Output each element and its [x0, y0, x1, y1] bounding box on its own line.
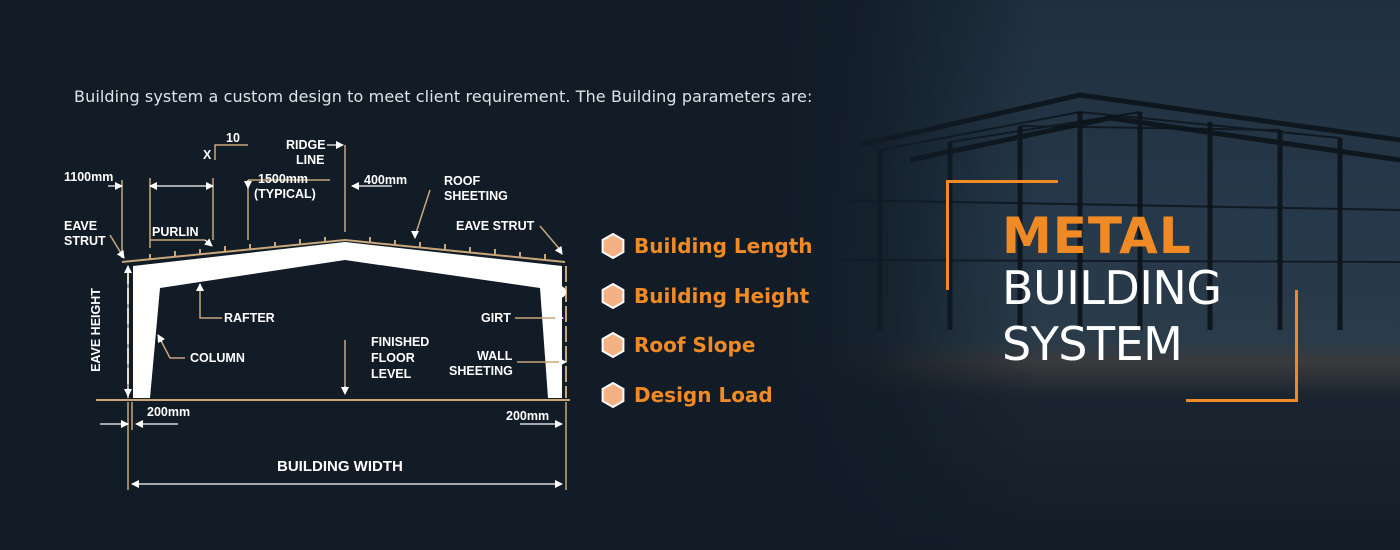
building-width-label: BUILDING WIDTH: [277, 458, 403, 475]
wall-sheeting-label-2: SHEETING: [449, 364, 513, 378]
slope-ten-label: 10: [226, 131, 240, 145]
title-line-building: BUILDING: [1002, 261, 1222, 315]
parameter-label: Building Length: [634, 234, 813, 258]
eave-strut-left-2: STRUT: [64, 234, 106, 248]
parameter-item: Roof Slope: [600, 331, 813, 359]
dimension-1500mm: 1500mm: [258, 172, 309, 186]
parameter-label: Roof Slope: [634, 333, 756, 357]
wall-sheeting-label-1: WALL: [477, 349, 513, 363]
title-line-metal: METAL: [1002, 207, 1192, 265]
eave-strut-left-1: EAVE: [64, 219, 98, 233]
intro-text: Building system a custom design to meet …: [74, 87, 813, 106]
finished-label-3: LEVEL: [371, 367, 412, 381]
girt-label: GIRT: [481, 311, 511, 325]
hexagon-bullet-icon: [601, 282, 625, 309]
ridge-label-1: RIDGE: [286, 138, 326, 152]
eave-strut-right-label: EAVE STRUT: [456, 219, 535, 233]
bracket-top-left: [946, 180, 1058, 290]
background-fade: [780, 0, 1040, 550]
roof-sheeting-label-1: ROOF: [444, 174, 481, 188]
roof-sheeting-label-2: SHEETING: [444, 189, 508, 203]
dimension-200mm-right: 200mm: [506, 409, 550, 423]
hexagon-bullet-icon: [601, 233, 625, 259]
dimension-typical: (TYPICAL): [254, 187, 316, 201]
building-frame-diagram: [96, 141, 570, 490]
bracket-bottom-right: [1186, 290, 1298, 402]
parameter-item: Building Length: [600, 232, 813, 260]
finished-label-2: FLOOR: [371, 351, 415, 365]
title-line-system: SYSTEM: [1002, 317, 1183, 371]
eave-height-label: EAVE HEIGHT: [89, 288, 103, 372]
column-label: COLUMN: [190, 351, 245, 365]
ridge-label-2: LINE: [296, 153, 325, 167]
purlin-label: PURLIN: [152, 225, 199, 239]
parameter-item: Building Height: [600, 282, 813, 310]
dimension-400mm: 400mm: [364, 173, 408, 187]
roof-sheeting-line: [121, 238, 566, 263]
dimension-1100mm: 1100mm: [64, 170, 114, 184]
finished-label-1: FINISHED: [371, 335, 430, 349]
parameter-list: Building Length Building Height Roof Slo…: [600, 232, 813, 430]
hexagon-bullet-icon: [601, 332, 625, 358]
parameter-item: Design Load: [600, 381, 813, 409]
parameter-label: Building Height: [634, 283, 810, 308]
slope-x-label: X: [203, 148, 212, 162]
parameter-label: Design Load: [634, 382, 773, 407]
dimension-200mm-left: 200mm: [147, 405, 191, 419]
title-block: METAL BUILDING SYSTEM: [946, 180, 1298, 402]
hexagon-bullet-icon: [601, 381, 625, 408]
rafter-label: RAFTER: [224, 311, 275, 325]
